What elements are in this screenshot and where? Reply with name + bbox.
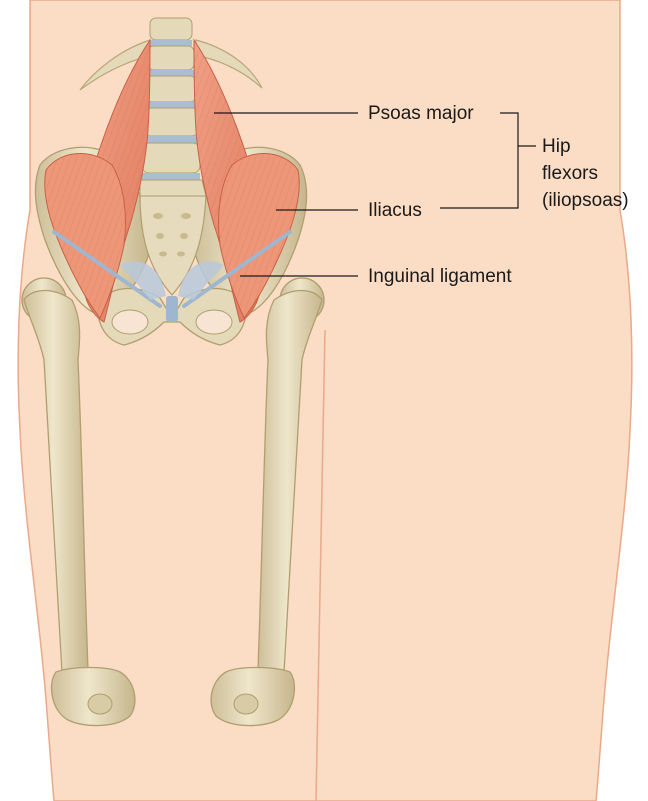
- label-psoas-major: Psoas major: [368, 103, 474, 124]
- label-hip-flexors-line3: (iliopsoas): [542, 190, 629, 211]
- iliacus-muscle: [44, 153, 300, 319]
- hip-flexors-bracket: [440, 112, 519, 209]
- label-hip-flexors-line2: flexors: [542, 163, 598, 184]
- lower-ribs: [79, 39, 263, 91]
- lumbar-spine: [139, 17, 207, 197]
- label-hip-flexors-line1: Hip: [542, 136, 571, 157]
- inguinal-ligament: [52, 230, 292, 308]
- left-femur: [21, 277, 136, 727]
- right-femur: [210, 277, 325, 727]
- leader-lines: [214, 112, 536, 277]
- label-iliacus: Iliacus: [368, 200, 422, 221]
- label-inguinal-ligament: Inguinal ligament: [368, 266, 512, 287]
- labels: Psoas major Iliacus Inguinal ligament Hi…: [368, 103, 629, 287]
